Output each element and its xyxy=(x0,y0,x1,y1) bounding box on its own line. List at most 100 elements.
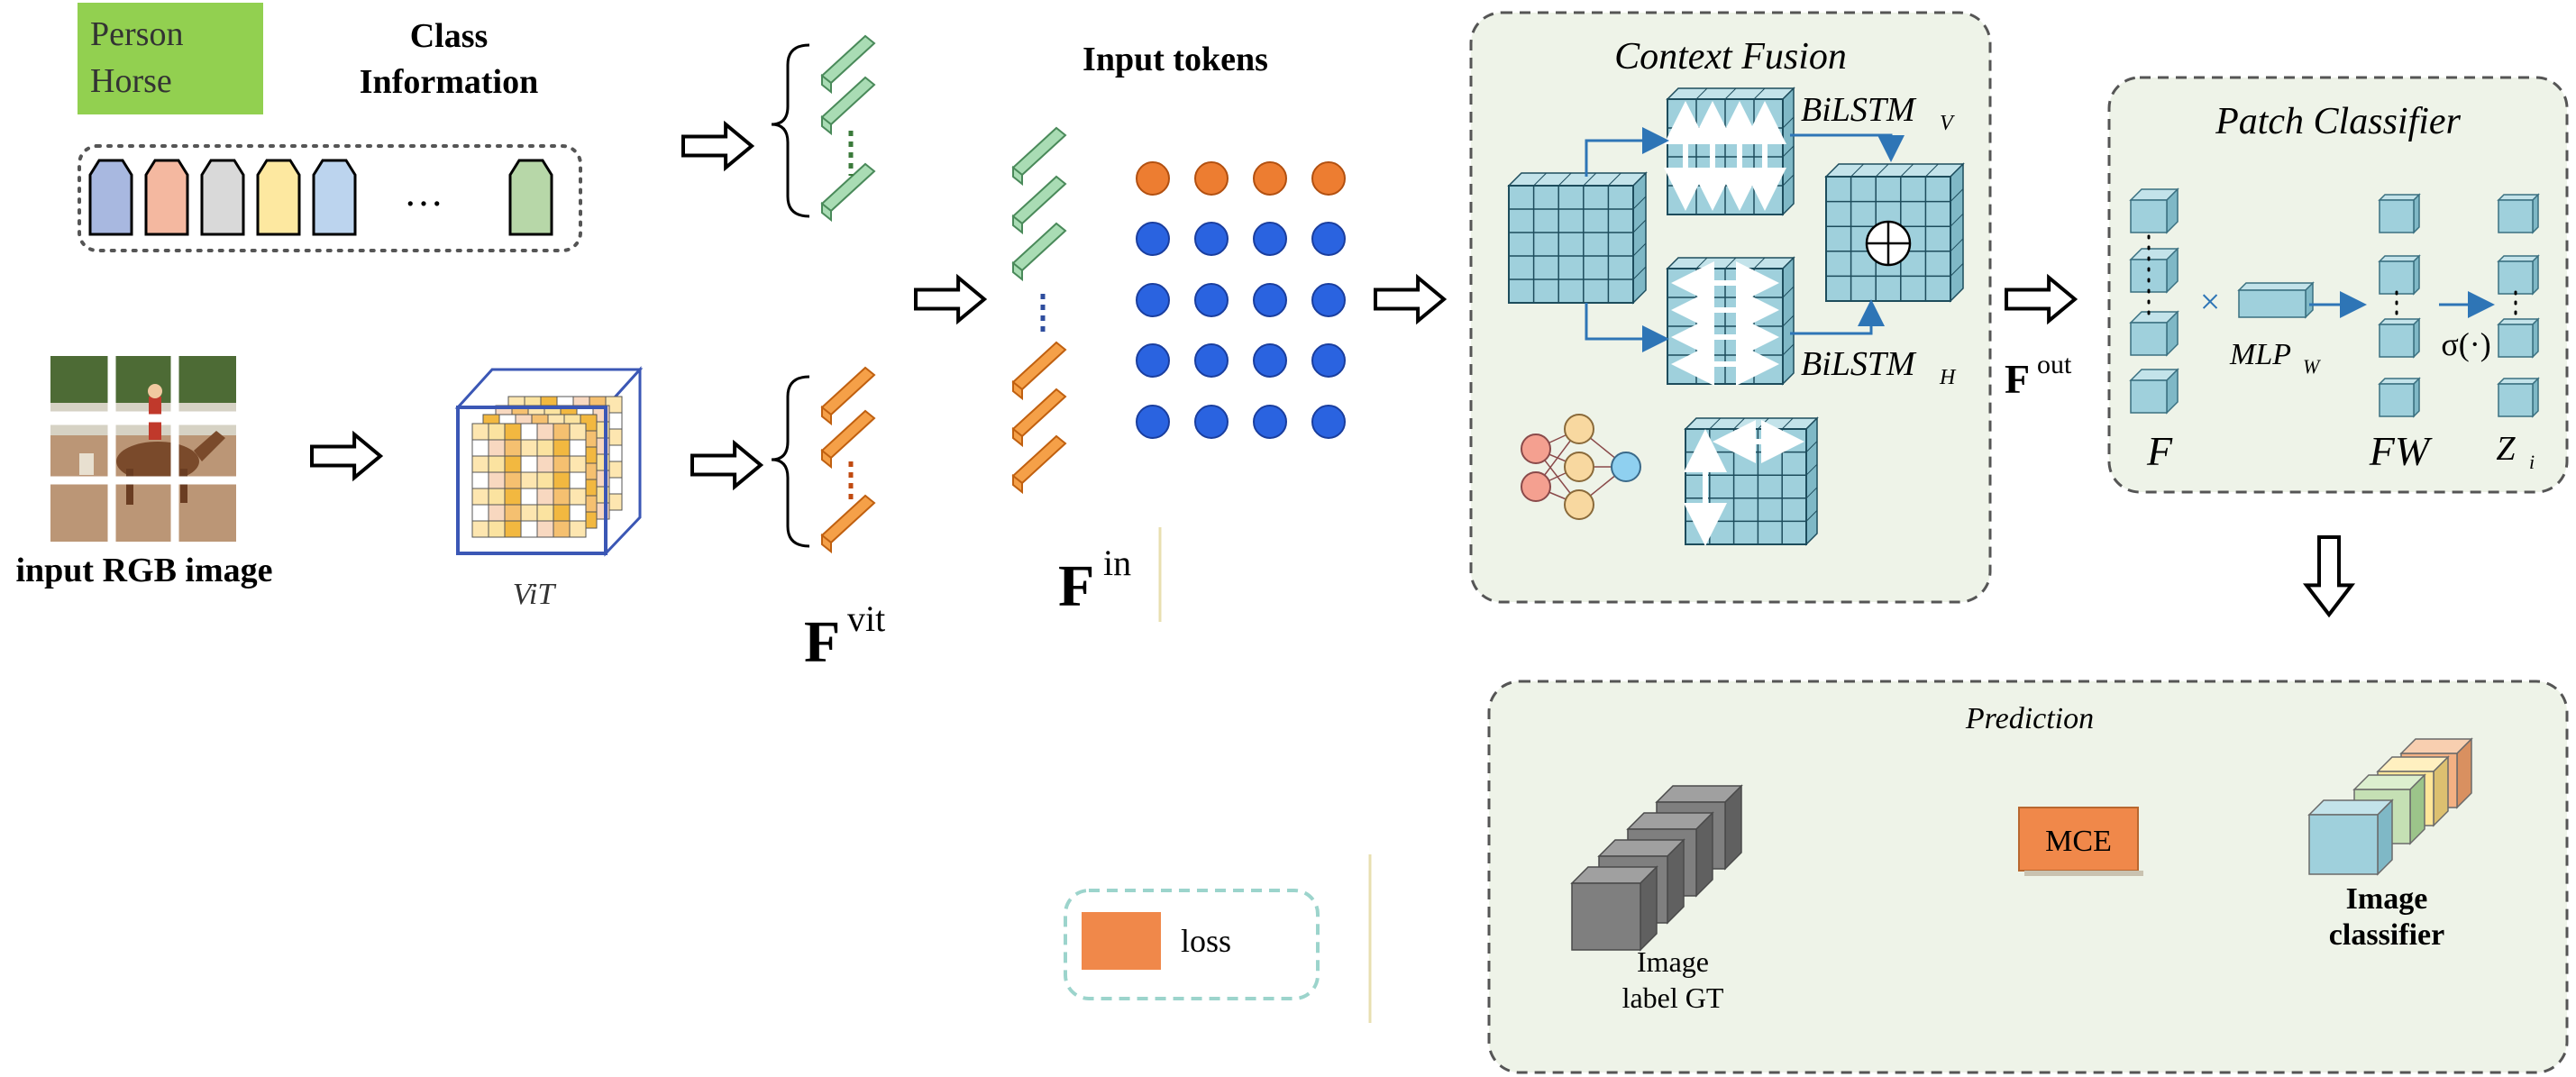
patch-token-dot xyxy=(1311,283,1346,317)
z-label: Z xyxy=(2496,430,2516,468)
times-symbol: × xyxy=(2200,281,2221,322)
vit-patch xyxy=(569,455,587,473)
vit-patch xyxy=(536,504,554,522)
class-token-dot xyxy=(1136,161,1170,196)
class-token-list xyxy=(88,159,553,236)
fvit-label-base: F xyxy=(804,609,840,675)
fout-label-base: F xyxy=(2005,356,2030,402)
vit-patch xyxy=(504,488,522,506)
prediction-title: Prediction xyxy=(1965,702,2094,735)
class-embedding-bars xyxy=(771,34,876,223)
vit-patch xyxy=(569,439,587,457)
patch-score-cube xyxy=(2498,324,2534,358)
class-information-group: Person Horse Class Information … xyxy=(78,3,582,252)
vit-patch xyxy=(488,439,506,457)
class-token xyxy=(256,159,301,236)
vit-patch xyxy=(471,455,489,473)
vit-patch xyxy=(553,439,571,457)
vit-patch xyxy=(536,520,554,538)
neural-network-icon xyxy=(1521,414,1641,520)
context-fusion-title: Context Fusion xyxy=(1614,36,1847,78)
right-arrow xyxy=(310,430,384,482)
input-image-label: input RGB image xyxy=(15,552,272,589)
vit-patch xyxy=(471,423,489,441)
concat-visual-bar xyxy=(1011,341,1067,391)
patch-token-dot xyxy=(1136,343,1170,378)
legend: loss xyxy=(1064,854,1372,1023)
vit-patch xyxy=(488,423,506,441)
context-fusion-panel: Context Fusion BiLSTM V BiLSTM H xyxy=(1469,11,1992,604)
right-arrow xyxy=(2005,273,2078,325)
weighted-feature-cube xyxy=(2379,260,2415,295)
vit-patch xyxy=(553,504,571,522)
input-tokens-title: Input tokens xyxy=(1082,41,1268,78)
vit-patch xyxy=(504,471,522,489)
clf-label-1: Image xyxy=(2346,882,2428,916)
legend-loss-swatch xyxy=(1082,912,1161,970)
vit-patch xyxy=(536,471,554,489)
patch-feature-cube xyxy=(2130,259,2168,293)
class-token-dot xyxy=(1253,161,1287,196)
vit-patch xyxy=(553,520,571,538)
class-token-ellipsis: … xyxy=(404,170,443,214)
visual-embedding-bars xyxy=(771,366,876,554)
mlp-sub: W xyxy=(2303,355,2321,378)
fw-label: FW xyxy=(2369,428,2433,474)
clf-label-2: classifier xyxy=(2329,918,2444,952)
patch-token-dot xyxy=(1311,405,1346,439)
vit-patch xyxy=(553,471,571,489)
right-arrow xyxy=(914,273,988,325)
vit-feature-grid xyxy=(471,396,623,538)
z-sub: i xyxy=(2529,451,2535,473)
bilstm-v-sub: V xyxy=(1940,112,1955,135)
prediction-panel: Prediction Image label GT MCE Image clas… xyxy=(1487,680,2569,1074)
class-info-title-2: Information xyxy=(360,63,538,101)
image-classifier-stack xyxy=(2307,737,2473,876)
vit-patch xyxy=(569,520,587,538)
gt-label-1: Image xyxy=(1637,945,1709,978)
vit-patch xyxy=(471,504,489,522)
patch-score-cube xyxy=(2498,199,2534,233)
patch-token-dot xyxy=(1194,405,1229,439)
vit-patch xyxy=(488,504,506,522)
class-info-title-1: Class xyxy=(410,17,489,55)
vit-patch xyxy=(536,423,554,441)
input-feature-cube xyxy=(1508,185,1634,304)
patch-token-dot xyxy=(1194,222,1229,256)
vit-patch xyxy=(520,520,538,538)
vit-patch xyxy=(553,488,571,506)
patch-token-dot xyxy=(1136,222,1170,256)
vit-patch xyxy=(471,520,489,538)
class-name-horse: Horse xyxy=(90,62,172,100)
legend-loss-label: loss xyxy=(1181,923,1231,959)
gt-label-stack xyxy=(1570,784,1743,952)
down-arrow xyxy=(2302,535,2356,618)
class-token-dot xyxy=(1194,161,1229,196)
patch-token-dot xyxy=(1136,405,1170,439)
sigma-label: σ(·) xyxy=(2441,326,2490,362)
vit-patch xyxy=(520,504,538,522)
patch-token-dot xyxy=(1311,343,1346,378)
right-arrow xyxy=(1374,273,1448,325)
patch-classifier-title: Patch Classifier xyxy=(2215,101,2461,142)
fin-label-base: F xyxy=(1058,553,1094,619)
vit-patch xyxy=(471,488,489,506)
gt-label-2: label GT xyxy=(1622,981,1724,1014)
class-token xyxy=(200,159,245,236)
gt-label-cube xyxy=(1571,882,1641,951)
patch-score-cube xyxy=(2498,260,2534,295)
class-token xyxy=(312,159,357,236)
class-name-person: Person xyxy=(90,15,183,53)
right-arrow xyxy=(690,439,764,491)
vit-patch xyxy=(504,455,522,473)
class-token-row xyxy=(78,144,582,252)
vit-patch xyxy=(520,488,538,506)
input-token-grid xyxy=(1136,161,1346,439)
patch-score-cube xyxy=(2498,383,2534,417)
concat-class-bar xyxy=(1011,126,1067,177)
vit-patch xyxy=(488,455,506,473)
classifier-layer-cube xyxy=(2308,814,2379,875)
vit-patch xyxy=(569,504,587,522)
patch-token-dot xyxy=(1194,283,1229,317)
class-embedding-bar xyxy=(820,162,876,213)
